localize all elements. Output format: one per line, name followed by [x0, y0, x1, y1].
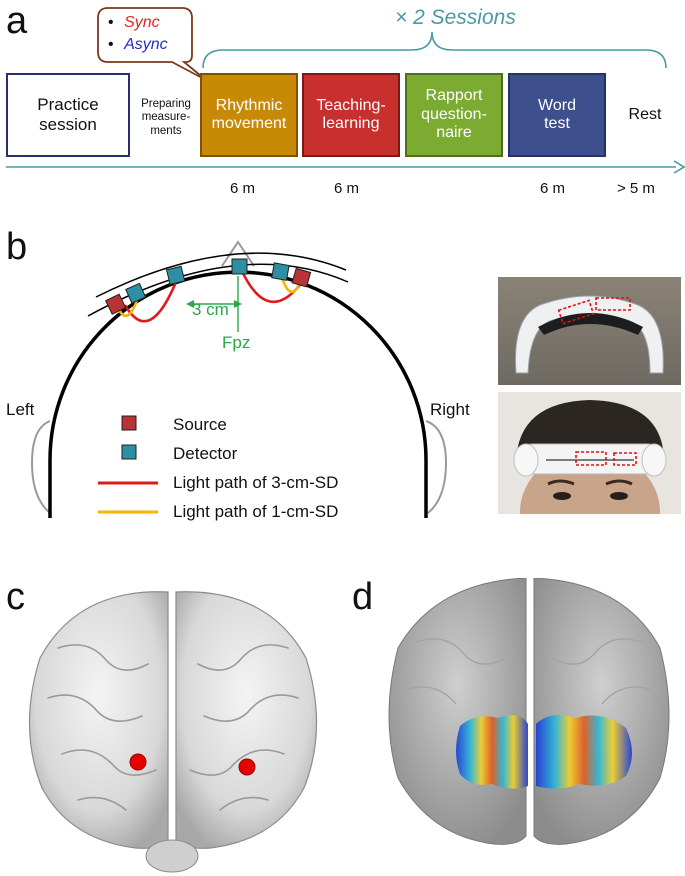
step-rhythmic-movement: Rhythmic movement — [200, 73, 298, 157]
panel-label-a: a — [6, 0, 28, 42]
legend-source-label: Source — [173, 415, 227, 434]
eyebrow — [605, 479, 633, 486]
brain-render-c — [28, 591, 318, 873]
brain-right-hemisphere — [175, 591, 318, 849]
brainstem — [145, 839, 199, 873]
source-optode — [104, 293, 127, 315]
condition-callout — [97, 7, 207, 81]
panel-label-c: c — [6, 576, 25, 618]
step-preparing-measurements: Preparing measure- ments — [134, 88, 198, 148]
duration-teaching: 6 m — [334, 180, 360, 197]
device-photo-top-view — [498, 277, 681, 385]
headband-left-pod — [513, 443, 539, 477]
sessions-brace — [202, 31, 667, 69]
eye — [610, 492, 628, 500]
brain-render-d — [388, 578, 670, 845]
headband-shape — [515, 295, 664, 374]
fpz-label: Fpz — [222, 333, 251, 352]
nose-outline — [221, 240, 255, 267]
activation-map-right — [536, 715, 632, 789]
distance-label: 3 cm — [192, 300, 229, 319]
sensor-region-outline — [613, 452, 637, 466]
duration-word-test: 6 m — [540, 180, 566, 197]
condition-sync: • Sync — [108, 12, 168, 34]
detector-optode — [125, 282, 147, 304]
step-label: Practice session — [37, 95, 99, 134]
sensor-region-outline — [557, 299, 595, 325]
device-photo-worn — [498, 392, 681, 514]
sulcus — [601, 686, 653, 705]
step-rest: Rest — [610, 95, 680, 135]
sulcus — [61, 749, 157, 776]
left-label: Left — [6, 400, 35, 419]
step-teaching-learning: Teaching- learning — [302, 73, 400, 157]
eyebrow — [547, 479, 575, 486]
right-ear — [425, 420, 448, 514]
channel-marker-left — [129, 753, 147, 771]
sulcus — [405, 686, 457, 705]
probe-diagram — [30, 240, 448, 518]
sulcus — [47, 694, 143, 722]
legend-3cm-label: Light path of 3-cm-SD — [173, 473, 339, 492]
sulcus — [57, 644, 149, 671]
panel-label-b: b — [6, 226, 28, 268]
sulcus — [77, 796, 127, 811]
timeline-arrowhead — [673, 160, 685, 174]
bullet: • — [108, 14, 114, 31]
step-rapport-questionnaire: Rapport question- naire — [405, 73, 503, 157]
brain-right-hemisphere — [533, 578, 670, 845]
source-optode — [291, 267, 312, 288]
step-label: Rest — [628, 105, 662, 123]
channel-marker-right — [238, 758, 256, 776]
eye — [553, 492, 571, 500]
sulcus — [415, 638, 507, 665]
brain-left-hemisphere — [388, 578, 527, 845]
probe-holder-outer — [95, 252, 347, 298]
panel-label-d: d — [352, 576, 374, 618]
activation-map-left — [456, 715, 528, 789]
condition-list: • Sync • Async — [108, 12, 168, 56]
step-word-test: Word test — [508, 73, 606, 157]
brain-left-hemisphere — [28, 591, 169, 849]
step-label: Rapport question- naire — [421, 87, 487, 142]
headband-front — [521, 443, 659, 475]
sensor-region-outline — [595, 297, 631, 311]
right-label: Right — [430, 400, 470, 419]
probe-holder-inner — [87, 263, 349, 317]
condition-sync-label: Sync — [124, 14, 160, 31]
headband-inner — [538, 313, 643, 335]
sulcus — [219, 796, 269, 811]
sensor-region-outline — [575, 451, 607, 466]
duration-rhythmic: 6 m — [230, 180, 256, 197]
legend-source-swatch — [121, 415, 137, 431]
legend-detector-swatch — [121, 444, 137, 460]
legend-1cm-label: Light path of 1-cm-SD — [173, 502, 339, 521]
detector-optode — [271, 262, 290, 281]
sulcus — [197, 644, 289, 671]
legend-detector-label: Detector — [173, 444, 238, 463]
step-label: Word test — [538, 96, 576, 132]
step-label: Rhythmic movement — [211, 96, 287, 132]
sulcus — [203, 694, 299, 722]
timeline-overlay — [6, 7, 685, 174]
step-practice-session: Practice session — [6, 73, 130, 157]
left-ear — [30, 420, 51, 514]
step-label: Preparing measure- ments — [141, 98, 191, 137]
condition-async-label: Async — [124, 36, 168, 53]
sessions-label: × 2 Sessions — [395, 6, 516, 29]
detector-optode — [165, 265, 186, 286]
headband-right-pod — [641, 443, 667, 477]
sulcus — [189, 749, 285, 776]
sulcus — [551, 638, 643, 665]
detector-optode — [231, 258, 248, 275]
condition-async: • Async — [108, 34, 168, 56]
bullet: • — [108, 36, 114, 53]
step-label: Teaching- learning — [316, 96, 386, 132]
duration-rest: > 5 m — [617, 180, 655, 197]
